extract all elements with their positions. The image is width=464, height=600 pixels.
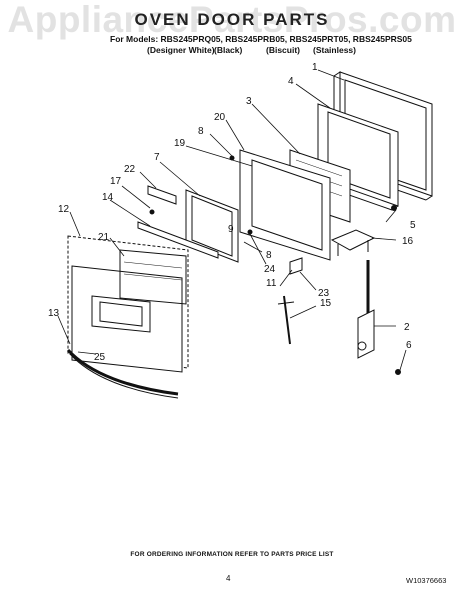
ordering-note: FOR ORDERING INFORMATION REFER TO PARTS …	[130, 551, 334, 558]
callout-label: 3	[246, 96, 252, 107]
callout-label: 25	[94, 352, 106, 363]
page-number: 4	[226, 574, 231, 583]
callout-label: 22	[124, 164, 136, 175]
callout-label: 16	[402, 236, 414, 247]
variant-label: (Black)	[214, 45, 243, 55]
variant-label: (Stainless)	[313, 45, 356, 55]
callout-label: 6	[406, 340, 412, 351]
callout-label: 17	[110, 176, 122, 187]
callout-label: 15	[320, 298, 332, 309]
callout-label: 20	[214, 112, 226, 123]
callout-label: 4	[288, 76, 294, 87]
page-title: OVEN DOOR PARTS	[134, 10, 330, 29]
callout-label: 7	[154, 152, 160, 163]
window-glass-pack	[185, 189, 239, 263]
leader-lines	[57, 69, 407, 371]
callout-label: 21	[98, 232, 110, 243]
callout-label: 13	[48, 308, 60, 319]
door-hinge	[357, 260, 375, 359]
door-spring-rod	[277, 295, 295, 345]
callout-label: 24	[264, 264, 276, 275]
callout-label: 8	[198, 126, 204, 137]
door-clip	[289, 257, 303, 275]
inner-door-liner	[239, 149, 331, 261]
bottom-trim-strip	[137, 221, 219, 259]
outer-door-assembly	[67, 235, 189, 373]
door-handle	[66, 348, 179, 399]
hinge-bracket-small	[147, 185, 177, 205]
callout-label: 9	[228, 224, 234, 235]
variant-label: (Biscuit)	[266, 45, 300, 55]
document-number: W10376663	[406, 576, 447, 585]
side-bracket	[330, 229, 376, 256]
callout-label: 11	[266, 278, 277, 289]
callout-label: 12	[58, 204, 70, 215]
callout-label: 19	[174, 138, 186, 149]
callout-numbers: 1 2 3 4 5 6 7 8 8 9 11 12 13 14 15 16 17…	[48, 62, 416, 363]
callout-label: 14	[102, 192, 114, 203]
variant-label: (Designer White)	[147, 45, 215, 55]
models-line: For Models: RBS245PRQ05, RBS245PRB05, RB…	[110, 34, 412, 44]
watermark: AppliancePartsPros.com	[7, 0, 457, 40]
callout-label: 1	[312, 62, 318, 73]
callout-label: 5	[410, 220, 416, 231]
callout-label: 8	[266, 250, 272, 261]
callout-label: 2	[404, 322, 410, 333]
callout-label: 23	[318, 288, 330, 299]
